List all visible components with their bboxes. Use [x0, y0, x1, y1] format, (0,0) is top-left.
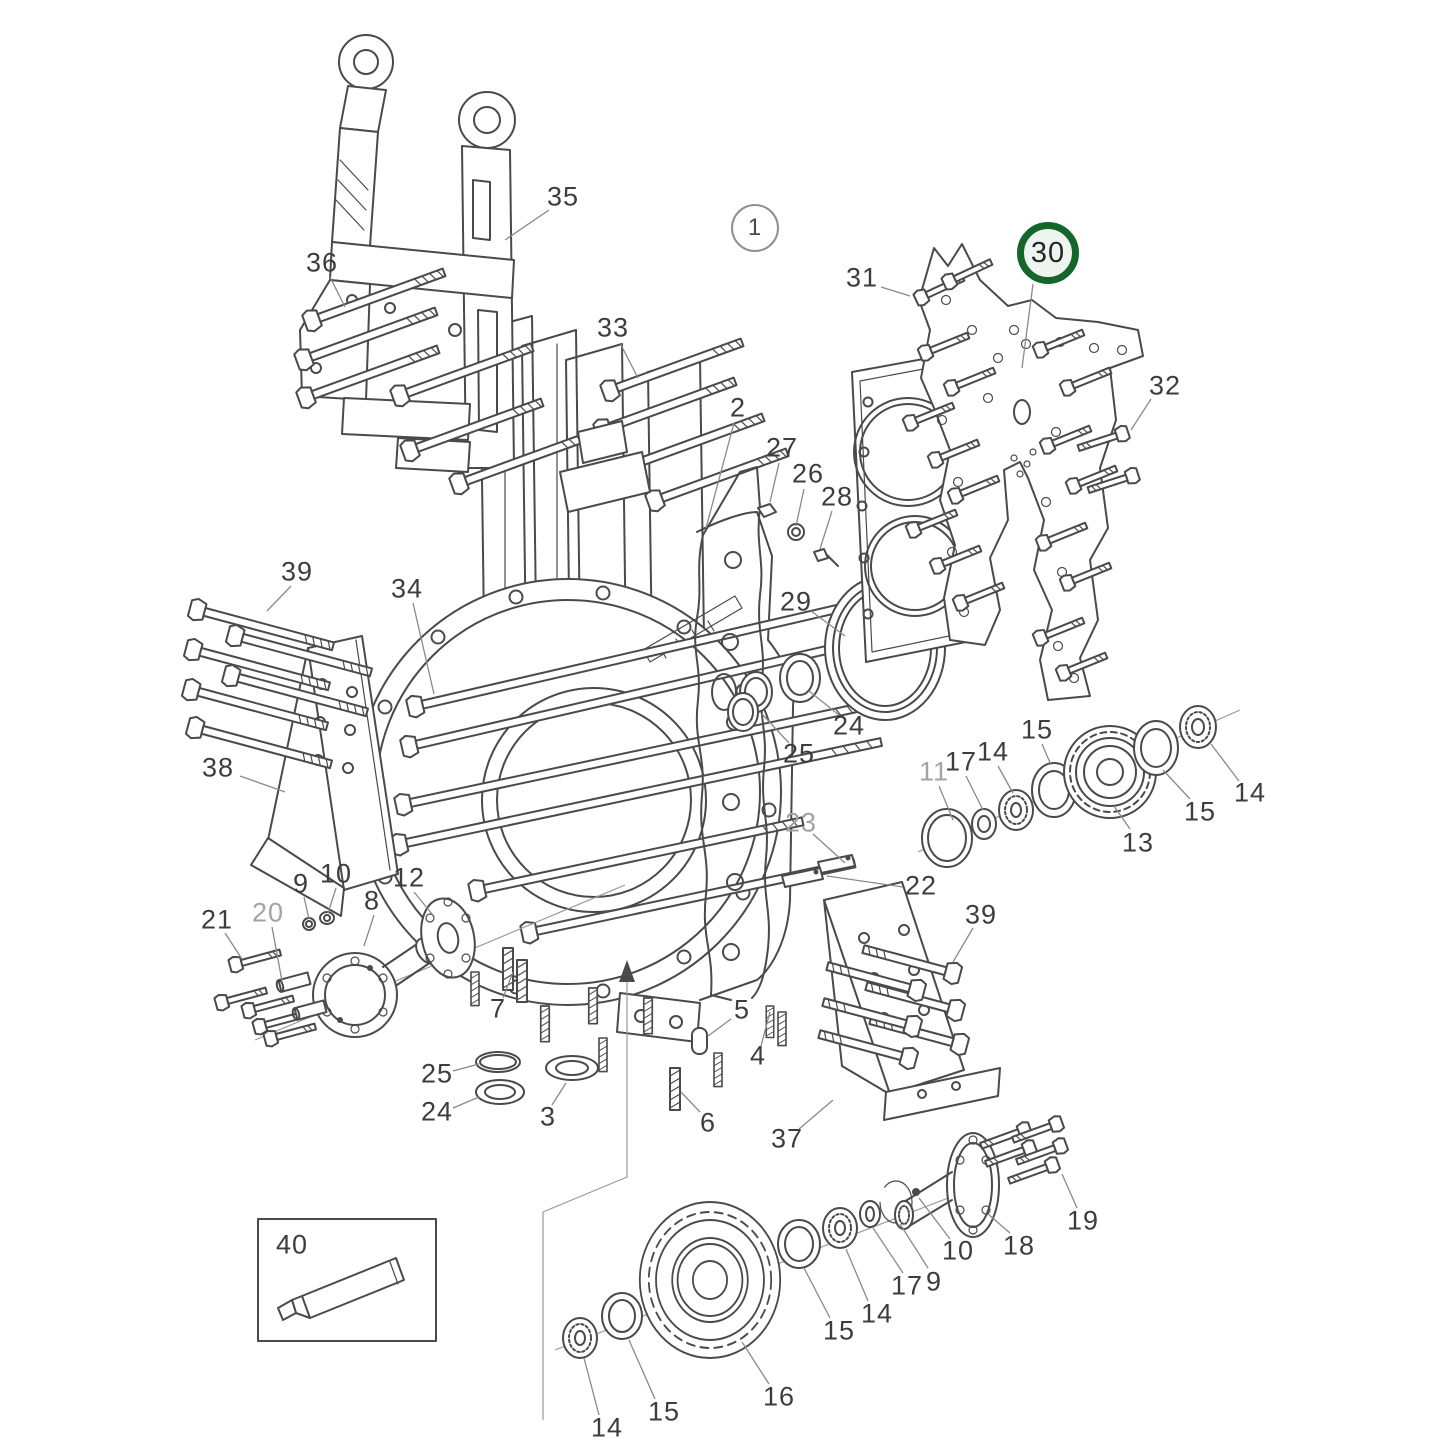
callout-16[interactable]: 16	[762, 1381, 796, 1412]
callout-15[interactable]: 15	[1183, 796, 1217, 827]
sealant-box-40	[257, 1218, 437, 1342]
pump-8-plate-12	[254, 884, 626, 1041]
callout-17[interactable]: 17	[890, 1270, 924, 1301]
callout-32[interactable]: 32	[1148, 370, 1182, 401]
gear-train-lower	[554, 1177, 1001, 1359]
callout-26[interactable]: 26	[791, 458, 825, 489]
callout-5[interactable]: 5	[733, 994, 751, 1025]
strips-22-23	[781, 854, 856, 888]
callout-4[interactable]: 4	[749, 1040, 767, 1071]
callout-15[interactable]: 15	[647, 1396, 681, 1427]
washers-9-10	[302, 911, 335, 931]
callout-35[interactable]: 35	[546, 181, 580, 212]
callout-38[interactable]: 38	[201, 752, 235, 783]
callout-36[interactable]: 36	[305, 247, 339, 278]
lifting-bracket-35	[299, 34, 516, 473]
callout-9[interactable]: 9	[925, 1266, 943, 1297]
callout-14[interactable]: 14	[590, 1412, 624, 1443]
gasket-30	[918, 243, 1144, 701]
callout-25[interactable]: 25	[420, 1058, 454, 1089]
callout-29[interactable]: 29	[779, 586, 813, 617]
callout-30[interactable]: 30	[1017, 222, 1079, 284]
callout-21[interactable]: 21	[200, 904, 234, 935]
studs-and-plugs	[470, 947, 787, 1420]
callout-22[interactable]: 22	[904, 870, 938, 901]
callout-19[interactable]: 19	[1066, 1205, 1100, 1236]
callout-10[interactable]: 10	[941, 1235, 975, 1266]
callout-15[interactable]: 15	[822, 1315, 856, 1346]
callout-6[interactable]: 6	[699, 1107, 717, 1138]
callout-13[interactable]: 13	[1121, 827, 1155, 858]
idler-gear-train-upper	[917, 705, 1241, 868]
callout-37[interactable]: 37	[770, 1123, 804, 1154]
callout-39[interactable]: 39	[280, 556, 314, 587]
callout-9[interactable]: 9	[292, 868, 310, 899]
callout-15[interactable]: 15	[1020, 714, 1054, 745]
callout-12[interactable]: 12	[392, 862, 426, 893]
callout-8[interactable]: 8	[363, 885, 381, 916]
callout-33[interactable]: 33	[596, 312, 630, 343]
backplate-2	[694, 466, 770, 1001]
callout-20[interactable]: 20	[251, 897, 285, 928]
callout-31[interactable]: 31	[845, 262, 879, 293]
callout-7[interactable]: 7	[489, 993, 507, 1024]
callout-40[interactable]: 40	[275, 1229, 309, 1260]
callout-2[interactable]: 2	[729, 392, 747, 423]
callout-24[interactable]: 24	[420, 1096, 454, 1127]
callout-39[interactable]: 39	[964, 899, 998, 930]
clip-27-ring-26-screw-28	[757, 503, 839, 567]
callout-25[interactable]: 25	[782, 738, 816, 769]
callout-3[interactable]: 3	[539, 1101, 557, 1132]
callout-24[interactable]: 24	[832, 710, 866, 741]
callout-10[interactable]: 10	[319, 858, 353, 889]
callout-27[interactable]: 27	[765, 432, 799, 463]
callout-14[interactable]: 14	[976, 736, 1010, 767]
callout-17[interactable]: 17	[944, 746, 978, 777]
callout-11[interactable]: 11	[918, 756, 950, 787]
callout-23[interactable]: 23	[784, 807, 818, 838]
callout-14[interactable]: 14	[1233, 777, 1267, 808]
callout-18[interactable]: 18	[1002, 1230, 1036, 1261]
callout-1[interactable]: 1	[731, 204, 779, 252]
callout-14[interactable]: 14	[860, 1298, 894, 1329]
callout-28[interactable]: 28	[820, 481, 854, 512]
callout-34[interactable]: 34	[390, 573, 424, 604]
